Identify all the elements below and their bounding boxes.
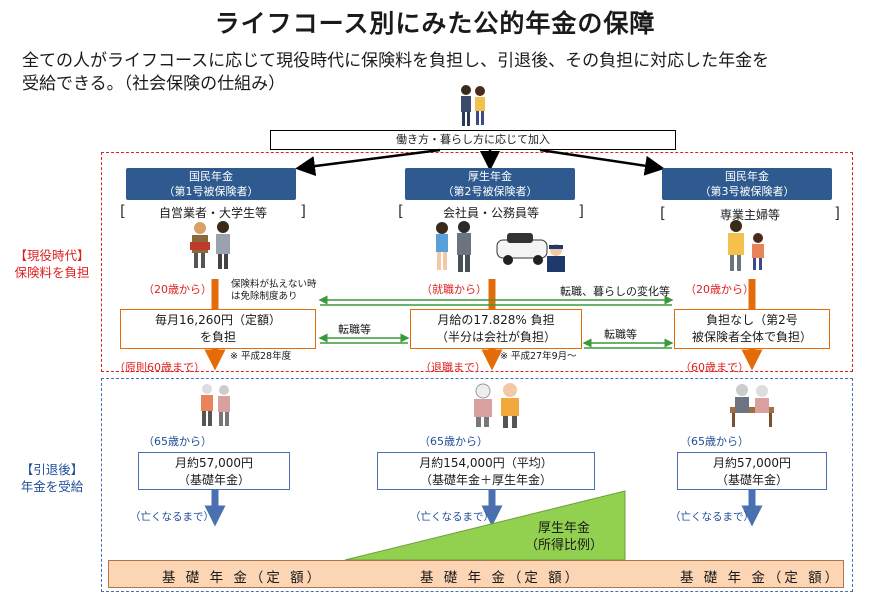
type1-burden-box: 毎月16,260円（定額） を負担 [120, 309, 316, 349]
basic-pension-label-1: 基 礎 年 金（定 額） [162, 570, 324, 586]
employee-pension-line2: （所得比例） [524, 538, 603, 553]
type1-pension-1: 月約57,000円 [175, 456, 253, 470]
arrow-to-type3 [539, 148, 665, 176]
type3-end: （60歳まで） [680, 361, 749, 374]
type3-box: 国民年金 （第3号被保険者） [662, 168, 832, 200]
type1-start: （20歳から） [143, 283, 212, 296]
type2-box: 厚生年金 （第2号被保険者） [405, 168, 575, 200]
lead-line-1: 全ての人がライフコースに応じて現役時代に保険料を負担し、引退後、その負担に対応し… [22, 51, 770, 71]
type2-pension-2: （基礎年金＋厚生年金） [419, 473, 552, 487]
type1-pension-box: 月約57,000円 （基礎年金） [138, 452, 290, 490]
type1-pension-start: （65歳から） [143, 435, 212, 448]
exemption-note: 保険料が払えない時 は免除制度あり [231, 279, 317, 303]
type2-burden-1: 月給の17.828% 負担 [437, 313, 555, 327]
couple-illustration [461, 85, 485, 126]
page-title: ライフコース別にみた公的年金の保障 [214, 9, 656, 38]
type1-box: 国民年金 （第1号被保険者） [126, 168, 296, 200]
lifestyle-transfer-label: 転職、暮らしの変化等 [560, 285, 670, 298]
type1-burden-2: を負担 [199, 330, 236, 344]
type3-burden-2: 被保険者全体で負担） [691, 330, 812, 344]
type2-until: （亡くなるまで） [410, 511, 494, 523]
working-period-label: 【現役時代】 保険料を負担 [2, 247, 102, 281]
employee-pension-label: 厚生年金 （所得比例） [519, 520, 609, 554]
type2-pension-1: 月約154,000円（平均） [419, 456, 553, 470]
type1-end: （原則60歳まで） [114, 361, 205, 374]
retired-couple-3-illustration [730, 384, 774, 427]
homemaker-illustration [728, 220, 764, 271]
type3-subtitle: （第3号被保険者） [699, 185, 795, 198]
working-period-zone [101, 152, 853, 372]
basic-pension-label-3: 基 礎 年 金（定 額） [680, 570, 842, 586]
type2-pension-start: （65歳から） [419, 435, 488, 448]
lead-line-2: 受給できる。（社会保険の仕組み） [22, 74, 286, 94]
type3-title: 国民年金 [725, 170, 769, 183]
type2-subtitle: （第2号被保険者） [442, 185, 538, 198]
type3-pension-start: （65歳から） [680, 435, 749, 448]
type1-title: 国民年金 [189, 170, 233, 183]
type2-pension-box: 月約154,000円（平均） （基礎年金＋厚生年金） [377, 452, 595, 490]
lead-text: 全ての人がライフコースに応じて現役時代に保険料を負担し、引退後、その負担に対応し… [22, 50, 862, 96]
type1-burden-note: ※ 平成28年度 [230, 351, 292, 362]
type2-burden-note: ※ 平成27年9月～ [500, 351, 577, 362]
type3-burden-1: 負担なし（第2号 [706, 313, 798, 327]
employee-pension-line1: 厚生年金 [537, 521, 590, 536]
type3-start: （20歳から） [685, 283, 754, 296]
retirement-label: 【引退後】 年金を受給 [2, 461, 102, 495]
type3-burden-box: 負担なし（第2号 被保険者全体で負担） [674, 309, 830, 349]
type1-pension-2: （基礎年金） [177, 473, 250, 487]
basic-pension-label-2: 基 礎 年 金（定 額） [420, 570, 582, 586]
working-label-1: 【現役時代】 [14, 248, 90, 263]
self-employed-illustration [190, 221, 230, 269]
type2-burden-2: （半分は会社が負担） [435, 330, 556, 344]
employee-illustration [436, 221, 565, 272]
type2-category: [ 会社員・公務員等 ] [398, 202, 584, 220]
exemption-note-1: 保険料が払えない時 [231, 279, 317, 290]
basic-pension-bar [108, 560, 844, 588]
job-change-label-a: 転職等 [338, 323, 371, 336]
working-label-2: 保険料を負担 [14, 265, 90, 280]
type1-burden-1: 毎月16,260円（定額） [155, 313, 281, 327]
retirement-zone [101, 378, 853, 592]
type2-end: （退職まで） [420, 361, 486, 374]
enrollment-box: 働き方・暮らし方に応じて加入 [270, 130, 676, 150]
type1-subtitle: （第1号被保険者） [163, 185, 259, 198]
exemption-note-2: は免除制度あり [231, 291, 298, 302]
type3-until: （亡くなるまで） [670, 511, 754, 523]
retired-label-1: 【引退後】 [20, 462, 84, 477]
type2-start: （就職から） [421, 283, 487, 296]
type2-burden-box: 月給の17.828% 負担 （半分は会社が負担） [410, 309, 582, 349]
job-change-label-b: 転職等 [604, 328, 637, 341]
type3-pension-2: （基礎年金） [715, 473, 788, 487]
type3-pension-box: 月約57,000円 （基礎年金） [677, 452, 827, 490]
retired-couple-2-illustration [474, 383, 519, 428]
retired-label-2: 年金を受給 [20, 479, 84, 494]
type3-pension-1: 月約57,000円 [713, 456, 791, 470]
retired-couple-1-illustration [201, 384, 230, 426]
arrow-to-type1 [295, 148, 441, 177]
type2-title: 厚生年金 [468, 170, 512, 183]
type1-category: [ 自営業者・大学生等 ] [120, 202, 306, 220]
type3-category: [ 専業主婦等 ] [660, 204, 840, 222]
type1-until: （亡くなるまで） [130, 511, 214, 523]
